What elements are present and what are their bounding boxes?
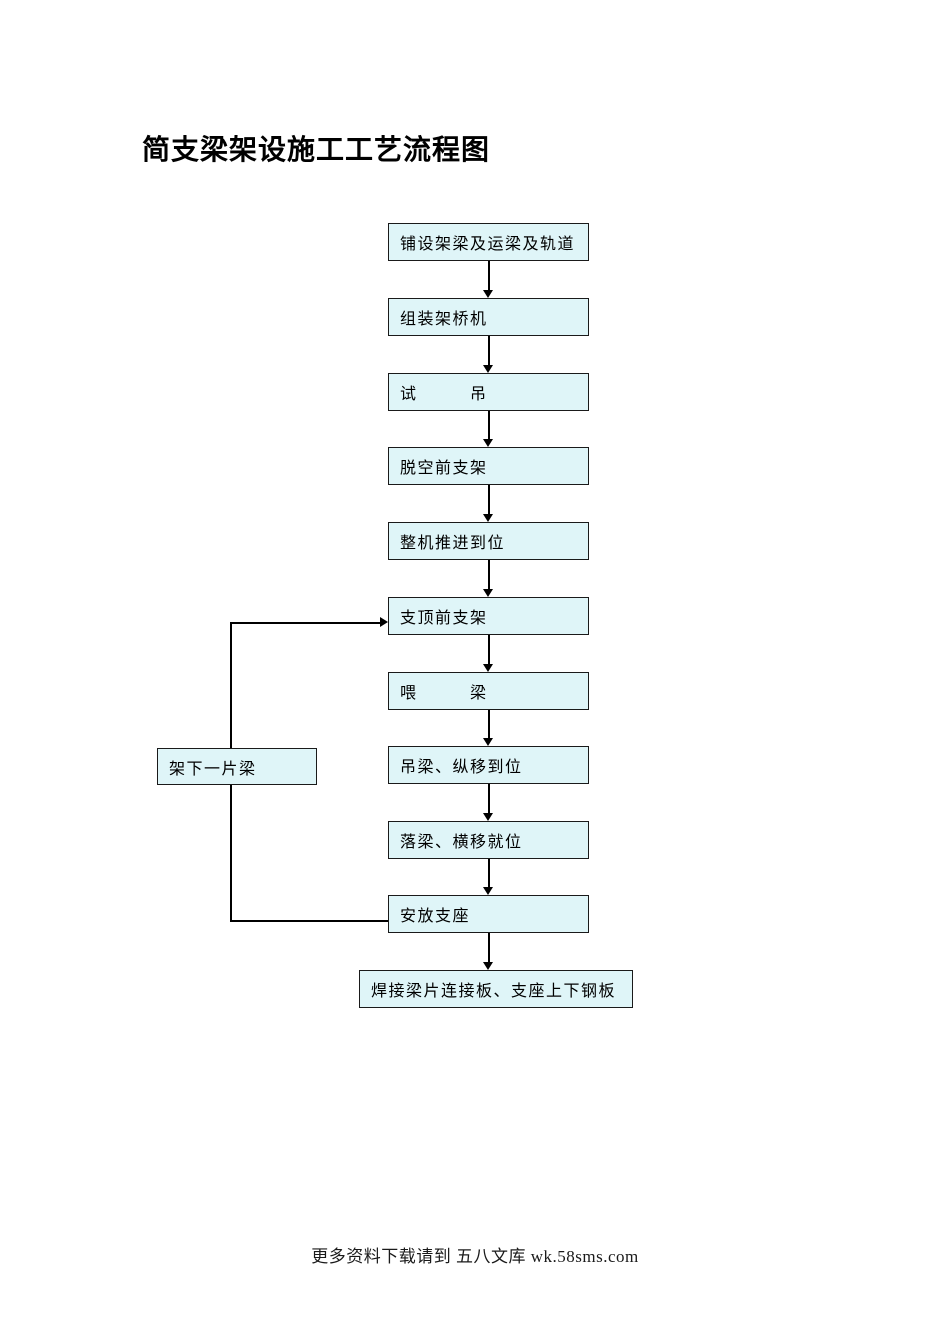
arrow-down-icon	[483, 439, 493, 447]
flow-step-hoist-move: 吊梁、纵移到位	[388, 746, 589, 784]
arrow-down-icon	[483, 589, 493, 597]
arrow-down-icon	[483, 738, 493, 746]
connector-line	[488, 859, 490, 887]
flow-step-assemble-machine: 组装架桥机	[388, 298, 589, 336]
flow-step-place-bearing: 安放支座	[388, 895, 589, 933]
flow-step-next-beam: 架下一片梁	[157, 748, 317, 785]
page-title: 简支梁架设施工工艺流程图	[142, 134, 491, 165]
flow-step-feed-beam: 喂 梁	[388, 672, 589, 710]
connector-line	[488, 635, 490, 664]
arrow-down-icon	[483, 813, 493, 821]
connector-line	[488, 485, 490, 514]
footer-text: 更多资料下载请到 五八文库 wk.58sms.com	[311, 1247, 639, 1266]
connector-line	[488, 261, 490, 290]
flow-step-trial-lift: 试 吊	[388, 373, 589, 411]
flow-step-weld-plates: 焊接梁片连接板、支座上下钢板	[359, 970, 633, 1008]
connector-line	[488, 411, 490, 439]
arrow-down-icon	[483, 887, 493, 895]
arrow-right-icon	[380, 617, 388, 627]
connector-line	[488, 784, 490, 813]
arrow-down-icon	[483, 664, 493, 672]
arrow-down-icon	[483, 365, 493, 373]
flow-step-clear-front: 脱空前支架	[388, 447, 589, 485]
arrow-down-icon	[483, 962, 493, 970]
connector-line	[488, 336, 490, 365]
connector-line	[488, 560, 490, 589]
loop-connector-top-line	[230, 622, 380, 624]
arrow-down-icon	[483, 514, 493, 522]
loop-connector-bottom-line	[230, 920, 388, 922]
connector-line	[488, 933, 490, 962]
flow-step-advance: 整机推进到位	[388, 522, 589, 560]
flow-step-lay-track: 铺设架梁及运梁及轨道	[388, 223, 589, 261]
arrow-down-icon	[483, 290, 493, 298]
flow-step-support-front: 支顶前支架	[388, 597, 589, 635]
flow-step-lower-position: 落梁、横移就位	[388, 821, 589, 859]
connector-line	[488, 710, 490, 738]
